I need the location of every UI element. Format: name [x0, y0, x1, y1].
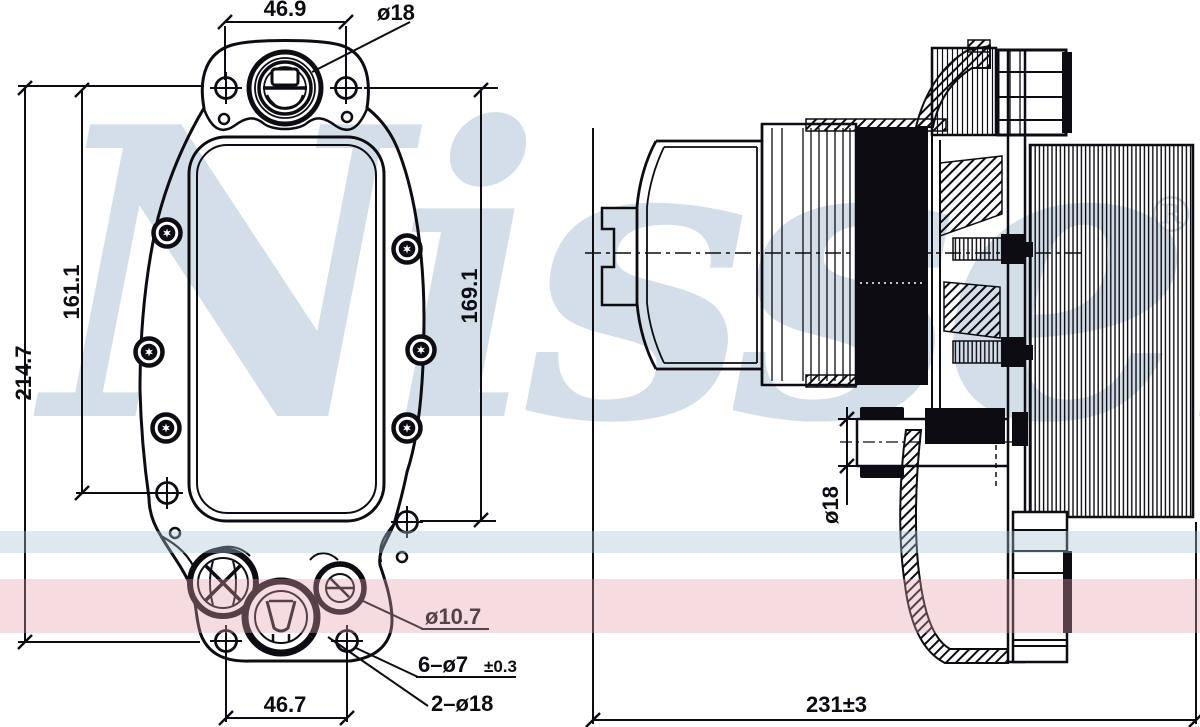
housing-section [931, 135, 1003, 425]
top-port [246, 49, 324, 127]
dim-top-port-diameter: ø18 [377, 0, 415, 25]
pin-hole [168, 526, 182, 540]
pin-hole [395, 550, 409, 564]
housing-neck [914, 44, 991, 128]
dim-left-height: 161.1 [59, 264, 84, 319]
plate-outline [138, 39, 426, 663]
bolt-hole-cross [329, 623, 365, 659]
dim-bottom-width: 46.7 [264, 692, 307, 717]
dim-hose-barb-diameter: ø18 [818, 486, 843, 524]
dim-overall-length: 231±3 [806, 692, 867, 717]
side-view-dimensions: 231±3 ø18 [584, 128, 1200, 727]
dim-bolt-holes-tolerance: ±0.3 [484, 657, 517, 676]
torx-screw [394, 415, 421, 442]
dim-overall-height: 214.7 [11, 345, 36, 400]
dim-top-width: 46.9 [264, 0, 307, 21]
bolt-hole-cross [149, 475, 185, 511]
mounting-bolt [952, 234, 1033, 264]
filter-element [856, 127, 928, 385]
front-view [136, 39, 435, 663]
dim-bolt-holes: 6–ø7 [418, 652, 468, 677]
torx-screw [394, 236, 421, 263]
torx-screw [408, 337, 435, 364]
mounting-bolt [952, 337, 1033, 367]
torx-screw [154, 220, 181, 247]
dim-large-ports: 2–ø18 [431, 691, 493, 716]
dim-right-height: 169.1 [457, 268, 482, 323]
filter-cap-hex [600, 206, 636, 307]
top-plug [996, 48, 1072, 137]
hose-barb [855, 407, 1008, 478]
gasket-bead-outer [187, 135, 386, 523]
bolt-hole-cross [389, 504, 425, 540]
flange-scallop [202, 108, 369, 131]
pin-hole [340, 110, 354, 124]
mounting-foot [1011, 510, 1072, 664]
dim-small-port-diameter: ø10.7 [425, 604, 481, 629]
housing-bottom [899, 429, 1009, 664]
front-view-dimensions: 46.9 ø18 214.7 161.1 169.1 [11, 0, 517, 727]
filter-cap [635, 124, 764, 385]
side-view [585, 39, 1195, 664]
torx-screw [153, 415, 180, 442]
pin-hole [217, 112, 231, 126]
gasket-bead-inner [196, 144, 377, 514]
cooler-fins [1028, 143, 1195, 519]
bottom-port-center [241, 577, 321, 657]
bottom-port-left [187, 547, 259, 619]
torx-screw [136, 339, 163, 366]
bottom-port-small [313, 561, 367, 615]
